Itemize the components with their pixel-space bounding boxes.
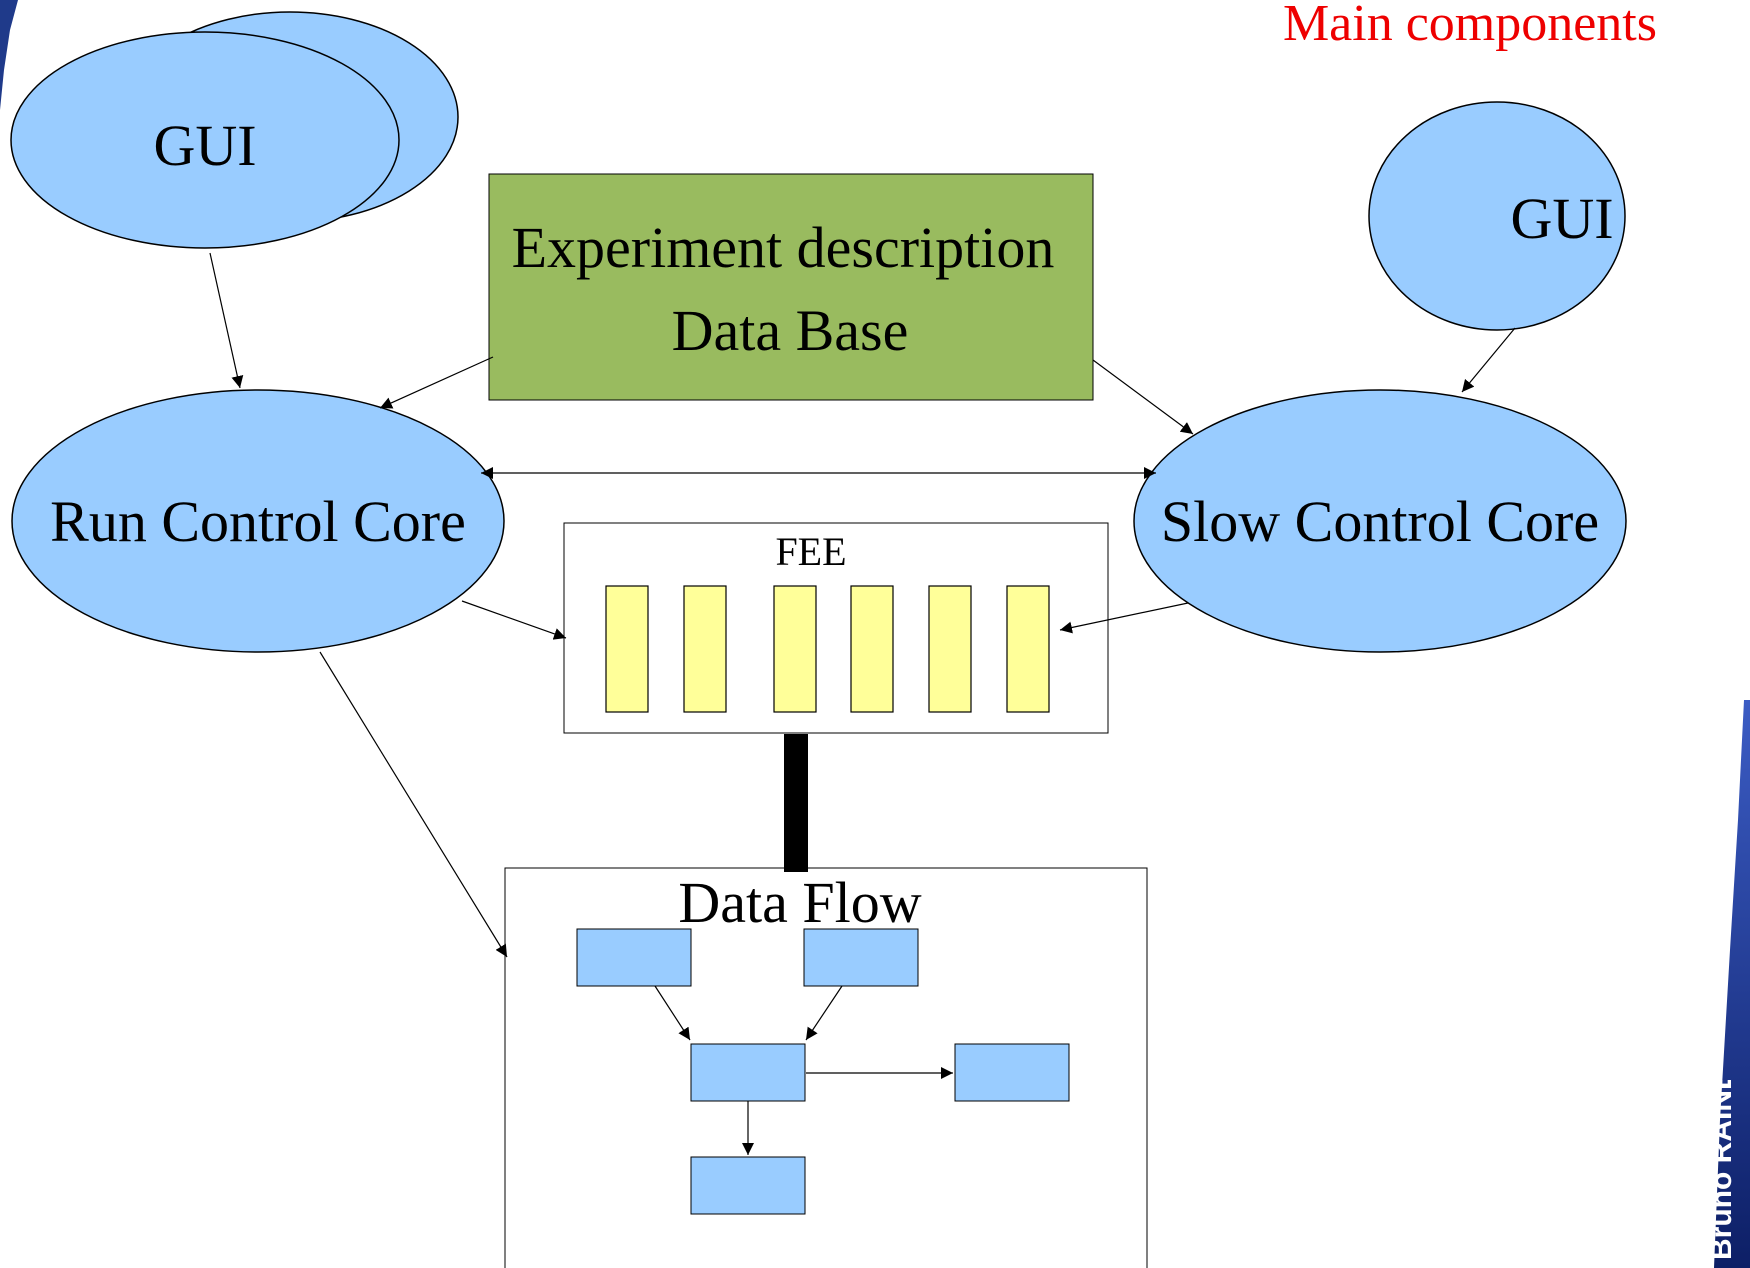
fee-label: FEE	[775, 529, 846, 574]
arrow-slow-control-to-fee	[1059, 602, 1189, 634]
gui-right-node: GUI	[1368, 101, 1626, 331]
slide-decoration-left	[0, 0, 18, 110]
data-flow-block-right	[954, 1043, 1070, 1102]
arrow-gui-right-to-slow-control	[1461, 327, 1516, 393]
page-title: Main components	[1283, 0, 1657, 52]
data-flow-block-top-left	[576, 928, 692, 987]
fee-module	[605, 585, 649, 713]
fee-module	[773, 585, 817, 713]
arrow-df-topleft-to-center	[654, 985, 691, 1041]
arrow-df-topright-to-center	[805, 985, 843, 1041]
run-control-node: Run Control Core	[11, 389, 505, 653]
database-label-line2: Data Base	[672, 298, 909, 363]
gui-left-label: GUI	[153, 113, 256, 178]
database-box	[488, 173, 1094, 401]
fee-module	[1006, 585, 1050, 713]
author-name: Bruno RAINE	[1705, 1080, 1738, 1260]
arrow-database-to-run-control	[379, 356, 494, 409]
slow-control-ellipse	[1133, 389, 1627, 653]
data-flow-node: Data Flow	[504, 867, 1148, 1268]
data-flow-block-bottom	[690, 1156, 806, 1215]
data-flow-label: Data Flow	[678, 870, 921, 935]
data-flow-block-top-right	[803, 928, 919, 987]
slow-control-label: Slow Control Core	[1161, 489, 1599, 554]
gui-left-front-ellipse	[10, 31, 400, 249]
database-label-line1: Experiment description	[512, 215, 1055, 280]
arrow-run-control-to-data-flow	[319, 651, 508, 958]
run-control-label: Run Control Core	[50, 489, 466, 554]
fee-node: FEE	[563, 522, 1109, 734]
slow-control-node: Slow Control Core	[1133, 389, 1627, 653]
fee-module	[928, 585, 972, 713]
gui-right-ellipse	[1368, 101, 1626, 331]
data-flow-block-center	[690, 1043, 806, 1102]
gui-left-node: GUI	[10, 11, 459, 249]
database-node: Experiment description Data Base	[488, 173, 1094, 401]
fee-module	[683, 585, 727, 713]
arrow-database-to-slow-control	[1092, 359, 1194, 435]
slide-decoration-right	[1714, 700, 1750, 1268]
fee-module	[850, 585, 894, 713]
arrow-gui-left-to-run-control	[209, 252, 244, 389]
run-control-ellipse	[11, 389, 505, 653]
gui-right-label: GUI	[1510, 186, 1613, 251]
arrow-run-control-to-fee	[461, 600, 567, 640]
fee-modules	[605, 585, 1050, 713]
